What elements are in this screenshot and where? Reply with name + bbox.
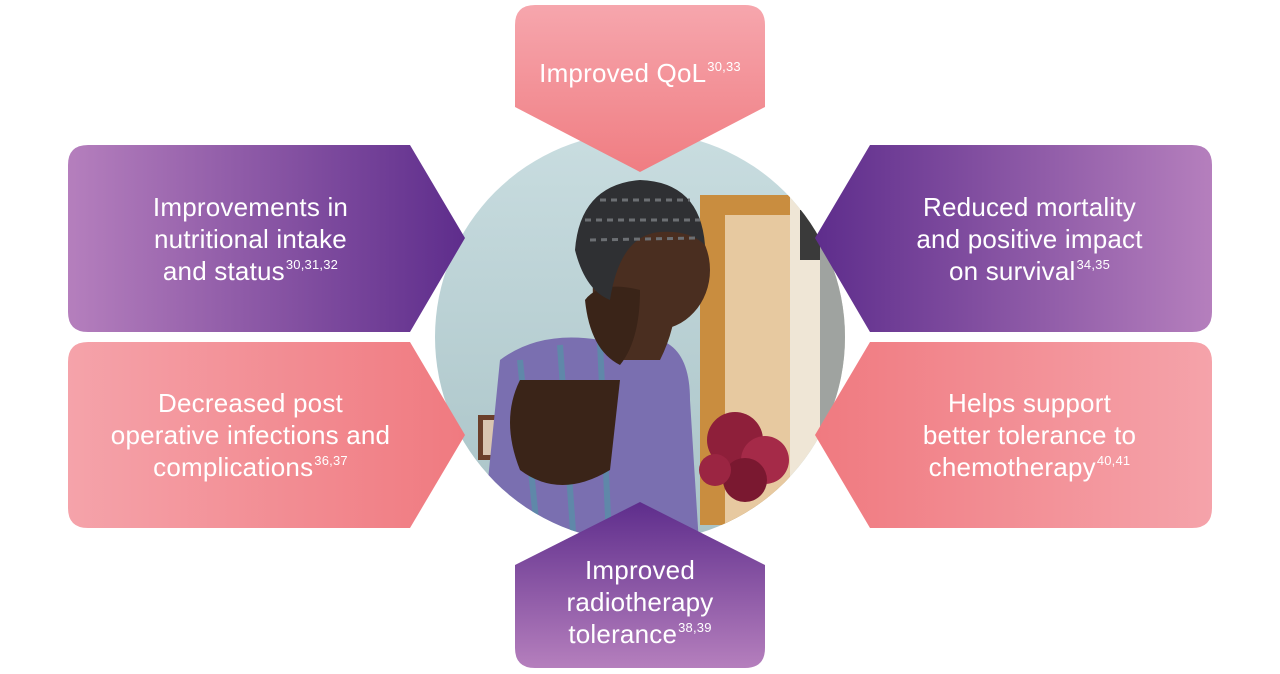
- left-bottom-benefit-label: Decreased post operative infections and …: [110, 388, 391, 482]
- left-bottom-benefit-shape: [68, 342, 465, 528]
- right-top-benefit-shape: [815, 145, 1212, 332]
- top-benefit-shape: [515, 5, 765, 172]
- bottom-benefit-shape: [515, 502, 765, 668]
- top-benefit-label: Improved QoL30,33: [539, 58, 741, 88]
- woman-photo-icon: [435, 132, 845, 542]
- bottom-benefit-label: Improved radiotherapy tolerance38,39: [566, 555, 714, 649]
- right-bottom-benefit-shape: [815, 342, 1212, 528]
- left-top-benefit-shape: [68, 145, 465, 332]
- left-top-benefit-label: Improvements in nutritional intake and s…: [152, 191, 349, 286]
- right-top-benefit-label: Reduced mortality and positive impact on…: [916, 191, 1143, 286]
- right-bottom-benefit-label: Helps support better tolerance to chemot…: [922, 388, 1137, 482]
